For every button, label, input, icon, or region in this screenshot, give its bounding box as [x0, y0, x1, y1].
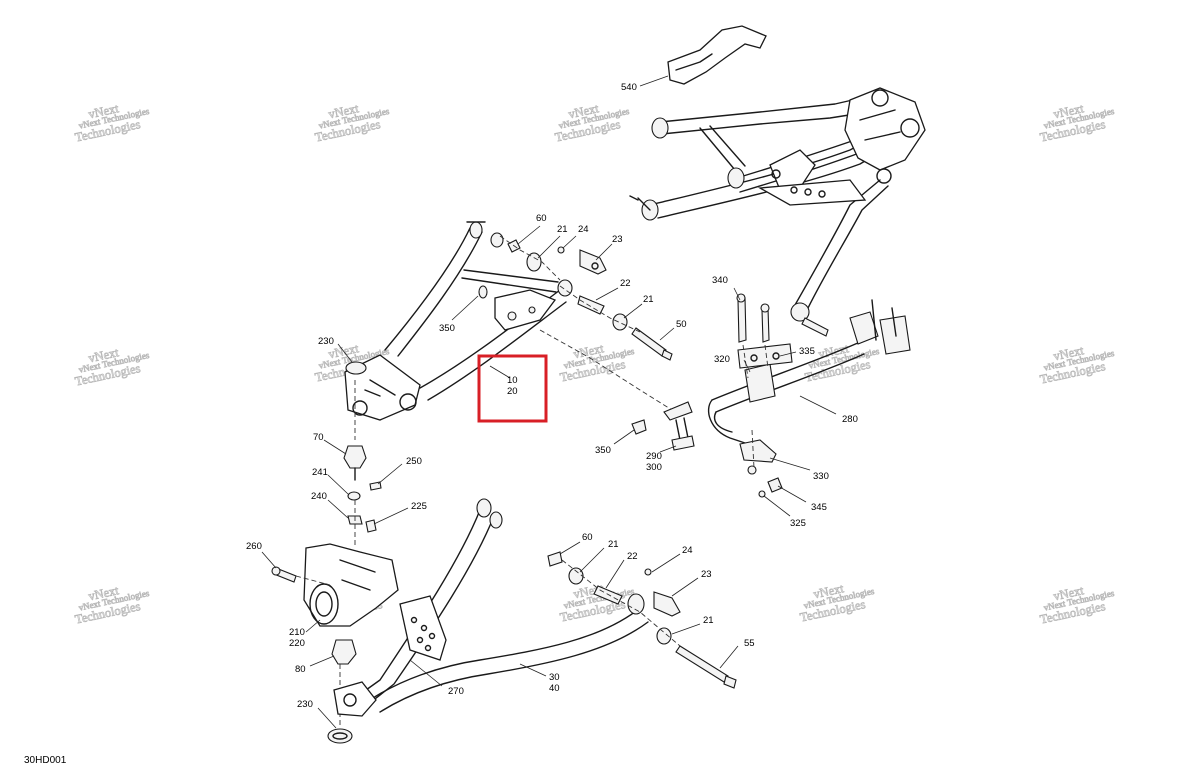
document-code: 30HD001 [24, 755, 67, 766]
highlight-box [477, 354, 548, 423]
callout-280[interactable]: 280 [842, 414, 858, 425]
callout-230[interactable]: 230 [318, 336, 334, 347]
watermark-line1: vNext [812, 581, 845, 601]
leader-lines [261, 75, 837, 729]
callout-290[interactable]: 290 [646, 451, 662, 462]
upper-hardware-drawing [345, 235, 673, 440]
callout-260[interactable]: 260 [246, 541, 262, 552]
callout-225[interactable]: 225 [411, 501, 427, 512]
watermarks: vNext vNext Technologies Technologies vN… [73, 101, 1116, 627]
callout-220[interactable]: 220 [289, 638, 305, 649]
callout-60[interactable]: 60 [536, 213, 547, 224]
callout-241[interactable]: 241 [312, 467, 328, 478]
watermark-line1: vNext [1052, 101, 1085, 121]
callout-340[interactable]: 340 [712, 275, 728, 286]
callout-24[interactable]: 24 [682, 545, 693, 556]
watermark-line1: vNext [1052, 583, 1085, 603]
callout-10[interactable]: 10 [507, 375, 518, 386]
callout-325[interactable]: 325 [790, 518, 806, 529]
callout-22[interactable]: 22 [627, 551, 638, 562]
watermark-line1: vNext [327, 101, 360, 121]
callout-80[interactable]: 80 [295, 664, 306, 675]
callout-21[interactable]: 21 [608, 539, 619, 550]
watermark-line1: vNext [87, 345, 120, 365]
watermark: vNext vNext Technologies Technologies [1038, 343, 1116, 387]
callout-210[interactable]: 210 [289, 627, 305, 638]
callout-300[interactable]: 300 [646, 462, 662, 473]
callout-23[interactable]: 23 [612, 234, 623, 245]
watermark-line1: vNext [1052, 343, 1085, 363]
watermark: vNext vNext Technologies Technologies [73, 583, 151, 627]
watermark-line1: vNext [572, 581, 605, 601]
callout-30[interactable]: 30 [549, 672, 560, 683]
watermark-line1: vNext [572, 341, 605, 361]
callout-320[interactable]: 320 [714, 354, 730, 365]
callout-20[interactable]: 20 [507, 386, 518, 397]
watermark-line1: vNext [87, 583, 120, 603]
watermark-line1: vNext [87, 101, 120, 121]
callout-230[interactable]: 230 [297, 699, 313, 710]
watermark: vNext vNext Technologies Technologies [73, 345, 151, 389]
watermark: vNext vNext Technologies Technologies [1038, 583, 1116, 627]
watermark: vNext vNext Technologies Technologies [1038, 101, 1116, 145]
watermark-line1: vNext [567, 101, 600, 121]
watermark: vNext vNext Technologies Technologies [798, 581, 876, 625]
callout-240[interactable]: 240 [311, 491, 327, 502]
callout-335[interactable]: 335 [799, 346, 815, 357]
stabilizer-drawing [631, 293, 911, 498]
callout-345[interactable]: 345 [811, 502, 827, 513]
callout-350[interactable]: 350 [595, 445, 611, 456]
callout-21[interactable]: 21 [557, 224, 568, 235]
callout-70[interactable]: 70 [313, 432, 324, 443]
callout-540[interactable]: 540 [621, 82, 637, 93]
callout-350[interactable]: 350 [439, 323, 455, 334]
callout-50[interactable]: 50 [676, 319, 687, 330]
watermark: vNext vNext Technologies Technologies [313, 101, 391, 145]
callout-60[interactable]: 60 [582, 532, 593, 543]
callout-21[interactable]: 21 [643, 294, 654, 305]
callout-22[interactable]: 22 [620, 278, 631, 289]
watermark: vNext vNext Technologies Technologies [803, 341, 881, 385]
callout-250[interactable]: 250 [406, 456, 422, 467]
callout-330[interactable]: 330 [813, 471, 829, 482]
watermark: vNext vNext Technologies Technologies [73, 101, 151, 145]
callout-270[interactable]: 270 [448, 686, 464, 697]
callout-23[interactable]: 23 [701, 569, 712, 580]
lower-a-arm-drawing [333, 498, 737, 717]
callout-40[interactable]: 40 [549, 683, 560, 694]
callout-24[interactable]: 24 [578, 224, 589, 235]
frame-assembly-drawing [629, 25, 926, 337]
watermark: vNext vNext Technologies Technologies [558, 341, 636, 385]
watermark: vNext vNext Technologies Technologies [553, 101, 631, 145]
callout-labels: 540 60 21 24 23 22 21 50 350 230 10 20 3… [246, 82, 858, 710]
upper-a-arm-drawing [344, 221, 573, 421]
callout-55[interactable]: 55 [744, 638, 755, 649]
knuckle-drawing [271, 445, 399, 744]
callout-21[interactable]: 21 [703, 615, 714, 626]
